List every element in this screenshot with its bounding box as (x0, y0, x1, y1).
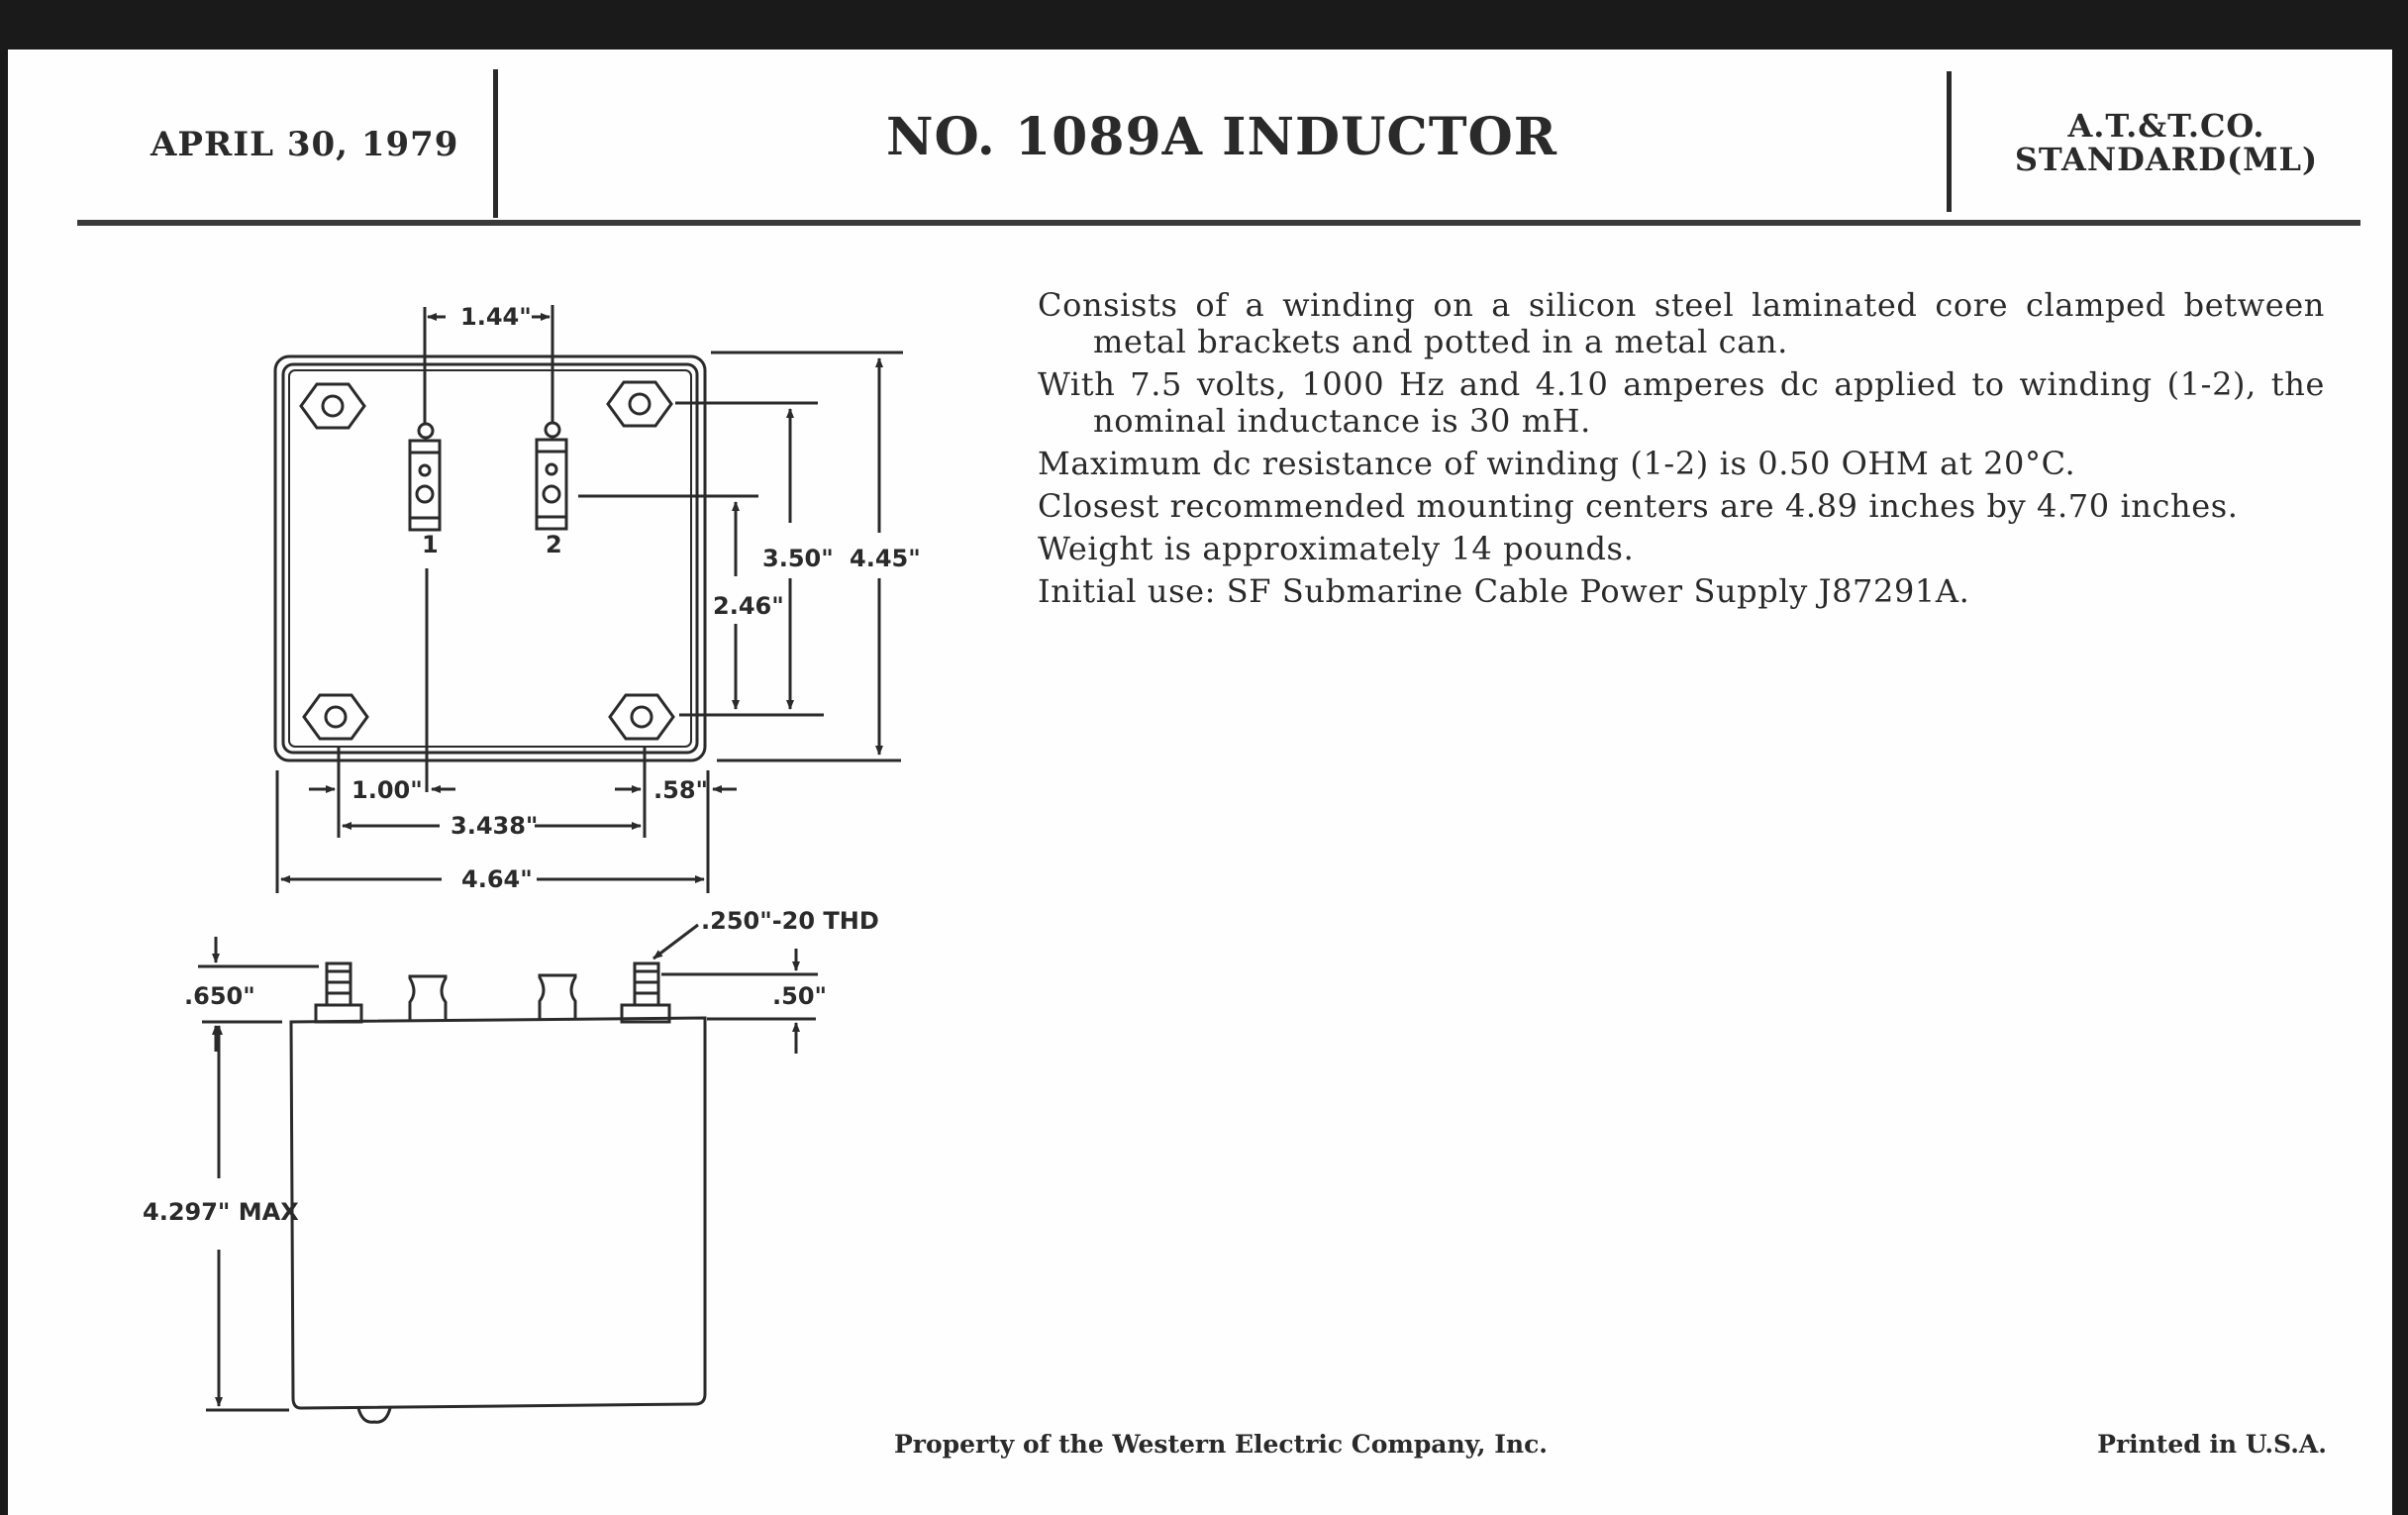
specification-text: Consists of a winding on a silicon steel… (1038, 287, 2325, 616)
standard-line-2: STANDARD(ML) (2014, 141, 2319, 178)
issue-date: APRIL 30, 1979 (150, 125, 459, 164)
terminal-insulator-icon (408, 974, 448, 1021)
spec-resistance: Maximum dc resistance of winding (1-2) i… (1038, 445, 2076, 482)
can-outline-outer (273, 354, 707, 762)
header-divider-right (1947, 71, 1952, 212)
header-rule (77, 220, 2360, 226)
mounting-nut-icon (302, 693, 369, 741)
mounting-nut-icon (606, 380, 673, 428)
standard-label: A.T.&T.CO. STANDARD(ML) (1949, 109, 2384, 176)
top-view (273, 305, 903, 893)
terminal-2-label: 2 (546, 531, 562, 558)
spec-inductance: With 7.5 volts, 1000 Hz and 4.10 amperes… (1038, 365, 2325, 440)
mounting-nut-icon (299, 382, 366, 430)
mounting-nut-icon (608, 693, 675, 741)
page-title: NO. 1089A INDUCTOR (885, 107, 1558, 167)
dim-terminal-height: .50" (772, 982, 827, 1010)
terminal-2-icon (535, 421, 568, 531)
can-outline-inner (281, 362, 699, 755)
spec-mounting: Closest recommended mounting centers are… (1038, 487, 2239, 525)
dim-overall-height: 4.45" (850, 545, 921, 572)
spec-weight: Weight is approximately 14 pounds. (1038, 530, 1635, 567)
dim-left-offset: 1.00" (351, 776, 423, 804)
header-divider-left (493, 69, 498, 218)
dim-terminal-spacing: 1.44" (460, 303, 532, 331)
dim-mount-horizontal: 3.438" (451, 812, 538, 840)
thread-callout: .250"-20 THD (701, 907, 879, 935)
threaded-stud-icon (620, 961, 671, 1024)
dim-can-height: 4.297" MAX (143, 1198, 299, 1226)
can-outline-lip (288, 369, 692, 748)
dim-mount-vertical: 3.50" (762, 545, 834, 572)
footer-property: Property of the Western Electric Company… (894, 1430, 1549, 1459)
dim-terminal-to-mount: 2.46" (713, 592, 784, 620)
spec-construction: Consists of a winding on a silicon steel… (1038, 286, 2325, 360)
dim-overall-width: 4.64" (461, 865, 533, 893)
terminal-1-icon (408, 422, 442, 532)
threaded-stud-icon (314, 961, 363, 1024)
bottom-drain-icon (356, 1407, 392, 1424)
dim-right-offset: .58" (653, 776, 708, 804)
footer-printed: Printed in U.S.A. (2097, 1430, 2327, 1459)
spec-initial-use: Initial use: SF Submarine Cable Power Su… (1038, 572, 1970, 610)
terminal-1-label: 1 (422, 531, 439, 558)
terminal-insulator-icon (538, 973, 577, 1020)
data-sheet-card (8, 50, 2392, 1515)
dim-stud-height: .650" (184, 982, 255, 1010)
can-side-outline (289, 1016, 707, 1410)
side-view (198, 923, 818, 1424)
standard-line-1: A.T.&T.CO. (2067, 107, 2265, 145)
